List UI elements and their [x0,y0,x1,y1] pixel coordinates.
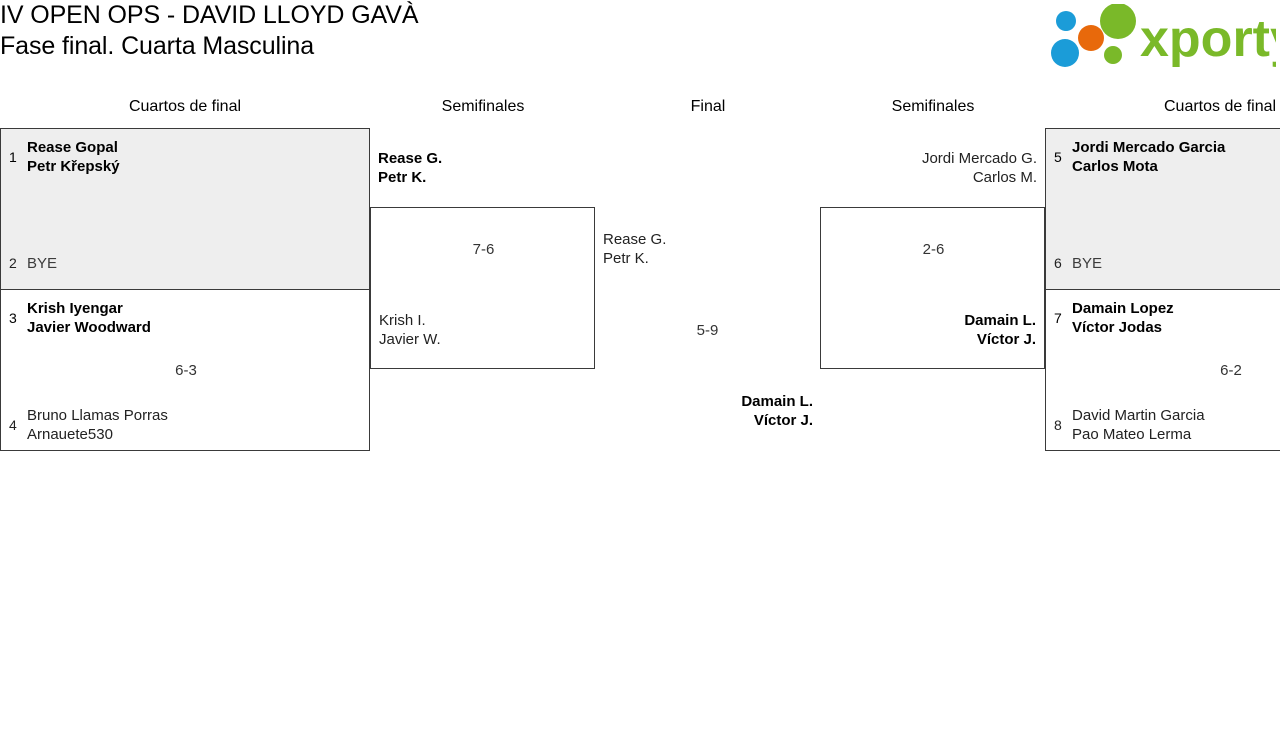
advancing-entry-sf-left-bottom[interactable]: Krish I. Javier W. [379,311,441,349]
player-names: Krish Iyengar Javier Woodward [27,299,151,337]
logo-dot-green-large [1100,4,1136,39]
player-name-1: Damain Lopez [1072,300,1174,317]
player-names: Rease Gopal Petr Křepský [27,138,120,176]
logo-dot-blue-top [1056,11,1076,31]
score-final: 5-9 [696,322,719,339]
player-name-1: Bruno Llamas Porras [27,407,168,424]
score-sf-right: 2-6 [922,241,945,258]
tournament-header: IV OPEN OPS - DAVID LLOYD GAVÀ Fase fina… [0,0,900,62]
player-name-bye: BYE [27,255,58,272]
player-names: Jordi Mercado Garcia Carlos Mota [1072,138,1225,176]
seed-number: 5 [1054,148,1062,165]
player-name-1: Damain L. [741,393,813,410]
seed-number: 1 [9,148,17,165]
player-name-1: Rease Gopal [27,139,118,156]
match-box-qf-left-2[interactable]: 3 Krish Iyengar Javier Woodward 4 Bruno … [0,289,370,451]
player-name-2: Arnauete530 [27,426,113,443]
seed-number: 4 [9,416,17,433]
column-header-semifinals-right: Semifinales [891,98,975,115]
tournament-title-line2: Fase final. Cuarta Masculina [0,32,315,60]
match-box-qf-right-1[interactable]: 5 Jordi Mercado Garcia Carlos Mota 6 BYE [1045,128,1280,290]
xporty-logo-graphic: xporty [1051,4,1276,68]
seed-number: 2 [9,255,17,271]
advancing-entry-sf-right-top[interactable]: Jordi Mercado G. Carlos M. [820,149,1037,187]
player-name-2: Víctor J. [976,331,1036,348]
player-entry-seed-6[interactable]: 6 BYE [1054,255,1102,272]
column-header-quarterfinals-right: Cuartos de final [1164,98,1277,115]
player-name-1: Krish Iyengar [27,300,123,317]
advancing-entry-sf-left-top[interactable]: Rease G. Petr K. [378,149,442,187]
score-sf-left: 7-6 [472,241,495,258]
player-name-1: Krish I. [379,312,426,329]
advancing-entry-final-left[interactable]: Rease G. Petr K. [603,230,666,268]
player-names: Damain L. Víctor J. [595,392,813,430]
player-entry-seed-7[interactable]: 7 Damain Lopez Víctor Jodas [1054,299,1174,337]
player-entry-seed-8[interactable]: 8 David Martin Garcia Pao Mateo Lerma [1054,406,1205,444]
score-qf-right-2: 6-2 [1220,362,1242,379]
player-name-1: Jordi Mercado Garcia [1072,139,1226,156]
column-header-final: Final [690,98,726,115]
player-entry-seed-4[interactable]: 4 Bruno Llamas Porras Arnauete530 [9,406,168,444]
player-name-2: Petr K. [378,169,427,186]
seed-number: 8 [1054,416,1062,433]
player-name-2: Petr Křepský [27,158,120,175]
advancing-entry-sf-right-bottom[interactable]: Damain L. Víctor J. [821,311,1036,349]
player-name-2: Javier Woodward [27,319,151,336]
player-name-1: Damain L. [964,312,1036,329]
advancing-entry-final-right[interactable]: Damain L. Víctor J. [595,392,813,430]
score-qf-left-2: 6-3 [175,362,197,379]
player-names: Krish I. Javier W. [379,311,441,349]
match-box-sf-right[interactable]: 2-6 Damain L. Víctor J. [820,207,1045,369]
seed-number: 7 [1054,309,1062,326]
seed-number: 3 [9,309,17,326]
player-entry-seed-2[interactable]: 2 BYE [9,255,57,272]
player-name-2: Carlos Mota [1072,158,1158,175]
xporty-logo[interactable]: xporty [1048,4,1276,68]
player-names: Rease G. Petr K. [378,149,442,187]
player-name-2: Carlos M. [972,169,1037,186]
match-box-qf-left-1[interactable]: 1 Rease Gopal Petr Křepský 2 BYE [0,128,370,290]
player-name-1: David Martin Garcia [1072,407,1205,424]
logo-dot-green-small [1104,46,1122,64]
player-names: Damain Lopez Víctor Jodas [1072,299,1174,337]
tournament-title-line1: IV OPEN OPS - DAVID LLOYD GAVÀ [0,1,419,29]
player-name-2: Víctor Jodas [1072,319,1163,336]
player-name-1: Rease G. [603,231,667,248]
player-names: Jordi Mercado G. Carlos M. [820,149,1037,187]
player-entry-seed-3[interactable]: 3 Krish Iyengar Javier Woodward [9,299,151,337]
logo-dot-orange [1078,25,1104,51]
player-name-2: Petr K. [603,250,649,267]
player-names: David Martin Garcia Pao Mateo Lerma [1072,406,1205,444]
match-box-sf-left[interactable]: 7-6 Krish I. Javier W. [370,207,595,369]
player-names: Damain L. Víctor J. [821,311,1036,349]
player-name-2: Pao Mateo Lerma [1072,426,1192,443]
player-entry-seed-5[interactable]: 5 Jordi Mercado Garcia Carlos Mota [1054,138,1225,176]
seed-number: 6 [1054,255,1062,271]
player-name-2: Víctor J. [753,412,813,429]
column-header-semifinals-left: Semifinales [441,98,525,115]
column-header-quarterfinals-left: Cuartos de final [128,98,242,115]
player-name-2: Javier W. [379,331,441,348]
player-name-1: Jordi Mercado G. [921,150,1037,167]
player-names: Bruno Llamas Porras Arnauete530 [27,406,168,444]
match-box-qf-right-2[interactable]: 7 Damain Lopez Víctor Jodas 8 David Mart… [1045,289,1280,451]
player-name-1: Rease G. [378,150,443,167]
logo-dot-blue-bottom [1051,39,1079,67]
logo-wordmark: xporty [1140,10,1276,68]
player-names: Rease G. Petr K. [603,230,666,268]
player-entry-seed-1[interactable]: 1 Rease Gopal Petr Křepský [9,138,120,176]
player-name-bye: BYE [1072,255,1103,272]
